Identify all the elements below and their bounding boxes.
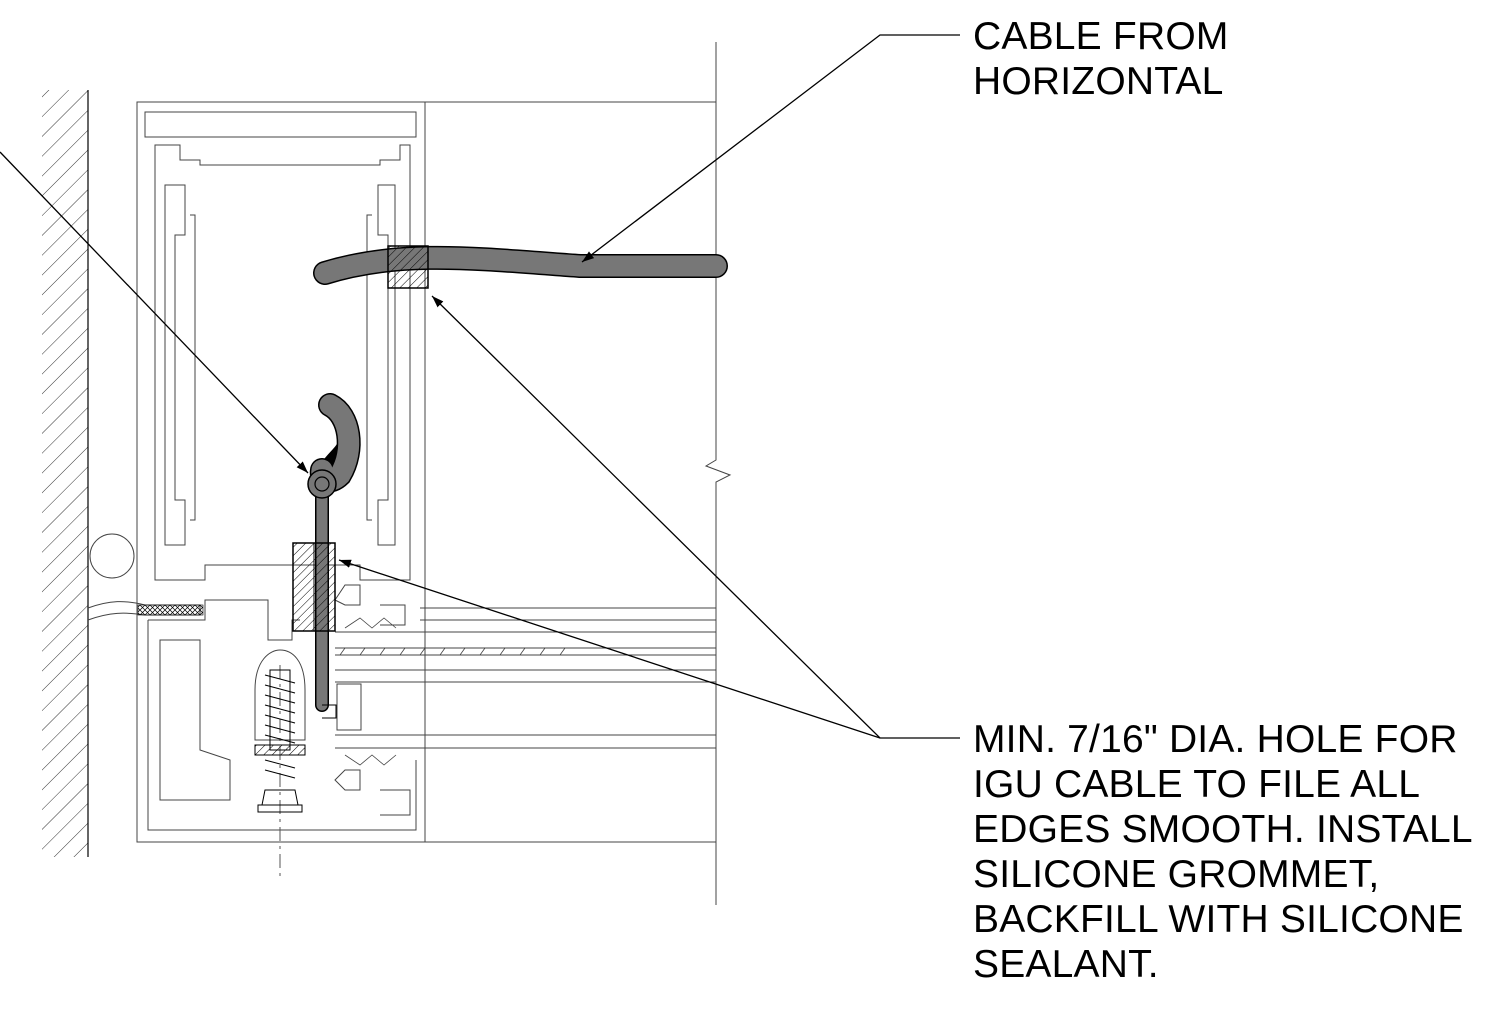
leader-cable-from-horizontal (581, 34, 960, 263)
callout-line: HORIZONTAL (973, 60, 1224, 103)
leader-left-cable (0, 151, 309, 474)
callout-line: IGU CABLE TO FILE ALL (973, 763, 1421, 806)
fastener-screw (254, 665, 306, 880)
callout-hole-note: MIN. 7/16" DIA. HOLE FOR IGU CABLE TO FI… (973, 717, 1473, 987)
callout-line: SILICONE GROMMET, (973, 853, 1380, 896)
callout-line: MIN. 7/16" DIA. HOLE FOR (973, 718, 1458, 761)
wall-section (42, 90, 89, 857)
leader-hole-upper (431, 295, 960, 739)
break-line (704, 42, 732, 905)
igu-glass-unit (335, 607, 716, 766)
callout-line: BACKFILL WITH SILICONE (973, 898, 1464, 941)
grommet-upper (387, 245, 429, 289)
callout-line: CABLE FROM (973, 15, 1229, 58)
callout-line: EDGES SMOOTH. INSTALL (973, 808, 1473, 851)
callout-cable-from-horizontal: CABLE FROM HORIZONTAL (973, 14, 1229, 104)
cable-from-horizontal (313, 245, 728, 285)
leader-lines (0, 34, 960, 739)
callout-line: SEALANT. (973, 943, 1159, 986)
sealant-strip (137, 604, 204, 616)
leader-hole-lower (338, 559, 881, 739)
mullion-frame (136, 101, 716, 843)
